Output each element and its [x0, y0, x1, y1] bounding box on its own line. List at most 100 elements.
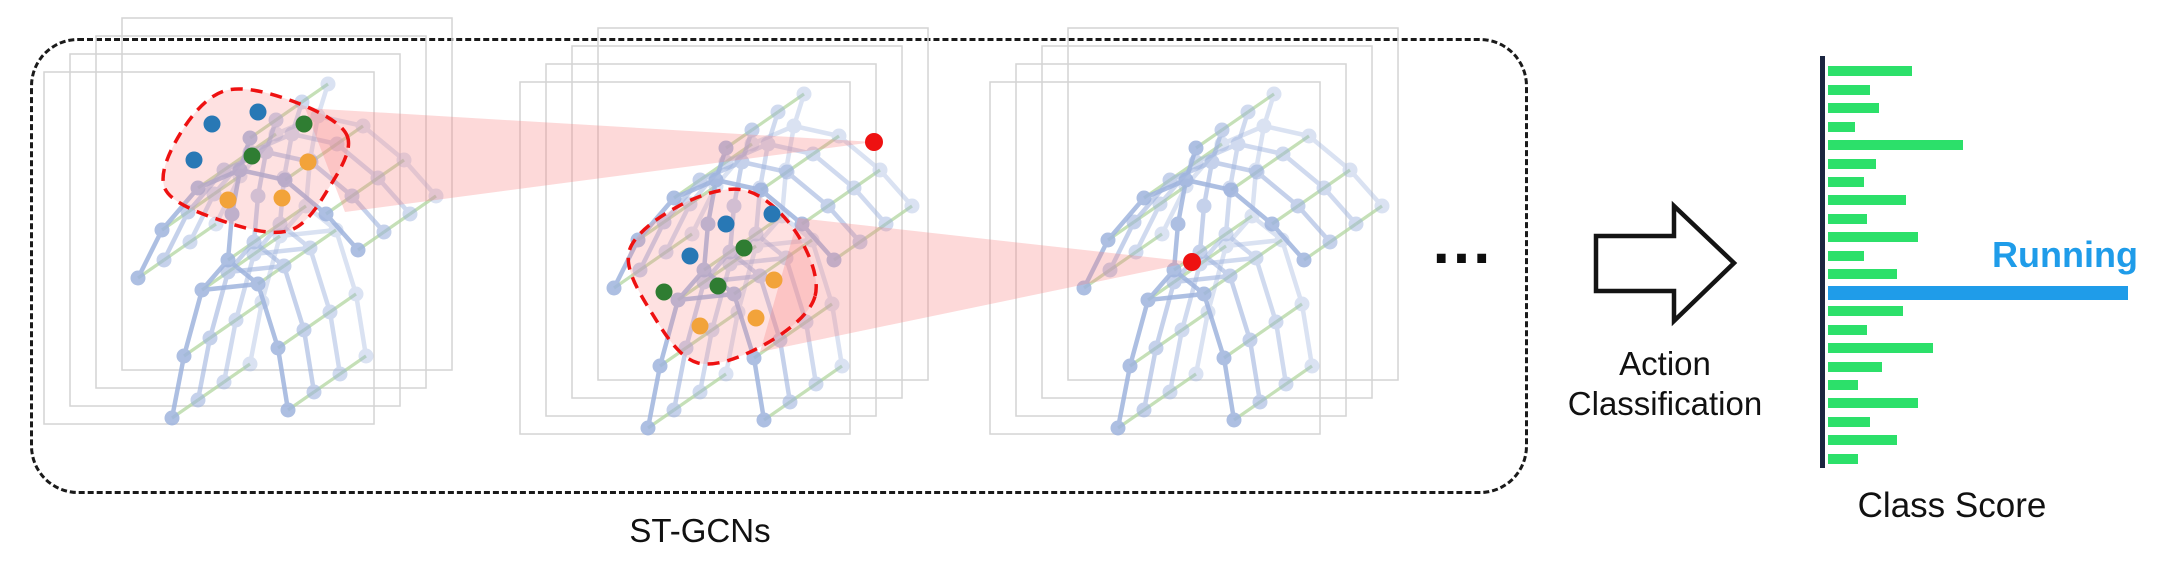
graph-node-blue	[249, 103, 267, 121]
skeleton-frame	[156, 112, 392, 408]
temporal-edge	[885, 204, 913, 226]
temporal-edge	[853, 168, 881, 190]
graph-node-blue	[185, 151, 203, 169]
temporal-edge	[235, 300, 263, 322]
temporal-edge	[309, 228, 337, 250]
graph-node-blue	[681, 247, 699, 265]
graph-node-red	[865, 133, 883, 151]
temporal-edge	[253, 234, 281, 256]
score-bar	[1828, 250, 1864, 261]
temporal-edge	[301, 82, 329, 104]
temporal-edge	[812, 134, 840, 156]
score-bar	[1828, 379, 1858, 390]
stgcn-label: ST-GCNs	[629, 512, 771, 549]
skeleton-frame	[632, 122, 868, 418]
score-bar	[1828, 269, 1897, 280]
graph-node-orange	[691, 317, 709, 335]
temporal-edge	[1159, 184, 1187, 206]
graph-node-green	[243, 147, 261, 165]
temporal-edge	[1255, 238, 1283, 260]
score-bar	[1828, 306, 1903, 317]
temporal-edge	[805, 302, 833, 324]
skeleton-frame	[1076, 140, 1312, 436]
graph-node-orange	[273, 189, 291, 207]
score-bar	[1828, 176, 1864, 187]
action-label-line2: Classification	[1567, 384, 1763, 422]
score-bar	[1828, 195, 1906, 206]
graph-node-blue	[203, 115, 221, 133]
temporal-edge	[1181, 310, 1209, 332]
temporal-edge	[223, 362, 251, 384]
graph-node-orange	[219, 191, 237, 209]
action-classification-label: Action Classification	[1545, 344, 1785, 423]
class-score-chart	[1828, 62, 2158, 468]
temporal-edge	[815, 364, 843, 386]
receptive-field-beam-1	[305, 108, 874, 212]
frame-rect	[121, 17, 453, 371]
skeleton-frame	[1154, 86, 1390, 382]
score-bar	[1828, 343, 1933, 354]
action-arrow-icon	[1593, 200, 1738, 327]
action-label-line1: Action	[1619, 345, 1711, 382]
score-bar	[1828, 158, 1876, 169]
temporal-edge	[329, 292, 357, 314]
temporal-edge	[339, 354, 367, 376]
receptive-field-highlight-2	[626, 187, 818, 366]
frame-rect	[69, 53, 401, 407]
skeleton-frame	[130, 130, 366, 426]
frame-rect	[1067, 27, 1399, 381]
ellipsis-dots: ...	[1432, 208, 1494, 277]
graph-node-blue	[763, 205, 781, 223]
frame-rect	[989, 81, 1321, 435]
graph-node-red	[1183, 253, 1201, 271]
temporal-edge	[665, 232, 693, 254]
skeleton-frame	[1128, 104, 1364, 400]
frame-rect	[519, 81, 851, 435]
frame-rect	[597, 27, 929, 381]
temporal-edge	[699, 372, 727, 394]
temporal-edge	[1323, 168, 1351, 190]
temporal-edge	[785, 238, 813, 260]
temporal-edge	[377, 158, 405, 180]
temporal-edge	[1247, 92, 1275, 114]
temporal-edge	[689, 184, 717, 206]
score-bar	[1828, 103, 1879, 114]
graph-node-green	[735, 239, 753, 257]
temporal-edge	[1225, 214, 1253, 236]
temporal-edge	[1282, 134, 1310, 156]
graph-node-orange	[765, 271, 783, 289]
score-bar	[1828, 84, 1870, 95]
graph-node-green	[295, 115, 313, 133]
score-bar	[1828, 324, 1867, 335]
score-bar	[1828, 140, 1963, 151]
score-bar	[1828, 232, 1918, 243]
running-label: Running	[1992, 234, 2138, 275]
score-bar	[1828, 435, 1897, 446]
frame-rect	[95, 35, 427, 389]
temporal-edge	[189, 222, 217, 244]
score-bar	[1828, 398, 1918, 409]
score-bar	[1828, 121, 1855, 132]
temporal-edge	[1169, 372, 1197, 394]
temporal-edge	[777, 92, 805, 114]
temporal-edge	[1135, 232, 1163, 254]
frame-rect	[545, 63, 877, 417]
frame-rect	[1015, 63, 1347, 417]
temporal-edge	[711, 310, 739, 332]
frame-rect	[43, 71, 375, 425]
temporal-edge	[409, 194, 437, 216]
skeleton-graph-3	[989, 27, 1399, 436]
receptive-field-beam-2	[760, 218, 1192, 352]
stgcn-dashed-box	[30, 38, 1528, 494]
temporal-edge	[1355, 204, 1383, 226]
score-bar	[1828, 66, 1912, 77]
frame-rect	[571, 45, 903, 399]
score-bar	[1828, 213, 1867, 224]
class-score-label: Class Score	[1857, 486, 2047, 525]
graph-node-orange	[299, 153, 317, 171]
score-bar	[1828, 453, 1858, 464]
graph-node-green	[709, 277, 727, 295]
temporal-edge	[213, 174, 241, 196]
running-score-bar	[1828, 285, 2128, 300]
